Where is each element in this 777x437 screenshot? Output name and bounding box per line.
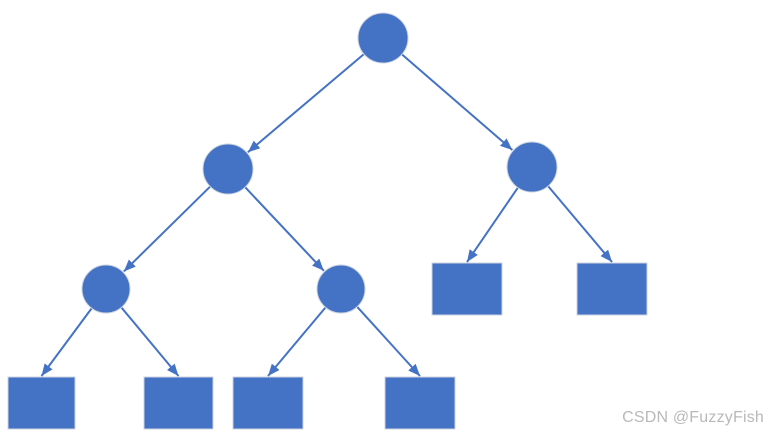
tree-edge-LR-LRL xyxy=(267,306,327,377)
tree-node-circle-R xyxy=(506,141,558,193)
tree-edge-root-L xyxy=(247,53,365,153)
tree-node-circle-LL xyxy=(81,264,131,314)
watermark: CSDN @FuzzyFish xyxy=(622,409,764,426)
tree-edge-root-R xyxy=(401,53,513,151)
nodes-layer xyxy=(7,12,648,430)
tree-edge-R-RR xyxy=(547,185,613,263)
tree-edge-R-RL xyxy=(466,187,519,263)
edges-layer xyxy=(40,53,613,377)
tree-node-rect-RR xyxy=(576,262,648,316)
tree-edge-LR-LRR xyxy=(356,306,421,377)
tree-edge-L-LR xyxy=(244,186,325,272)
tree-node-rect-LRR xyxy=(384,376,456,430)
tree-edge-L-LL xyxy=(123,185,211,273)
tree-node-rect-RL xyxy=(431,262,503,316)
tree-node-circle-root xyxy=(357,12,409,64)
tree-node-rect-LLR xyxy=(143,376,214,430)
tree-node-circle-L xyxy=(202,143,254,195)
tree-edge-LL-LLL xyxy=(40,307,93,377)
tree-node-rect-LRL xyxy=(232,376,304,430)
tree-node-rect-LLL xyxy=(7,376,76,430)
tree-node-circle-LR xyxy=(316,264,366,314)
tree-edge-LL-LLR xyxy=(120,306,180,377)
